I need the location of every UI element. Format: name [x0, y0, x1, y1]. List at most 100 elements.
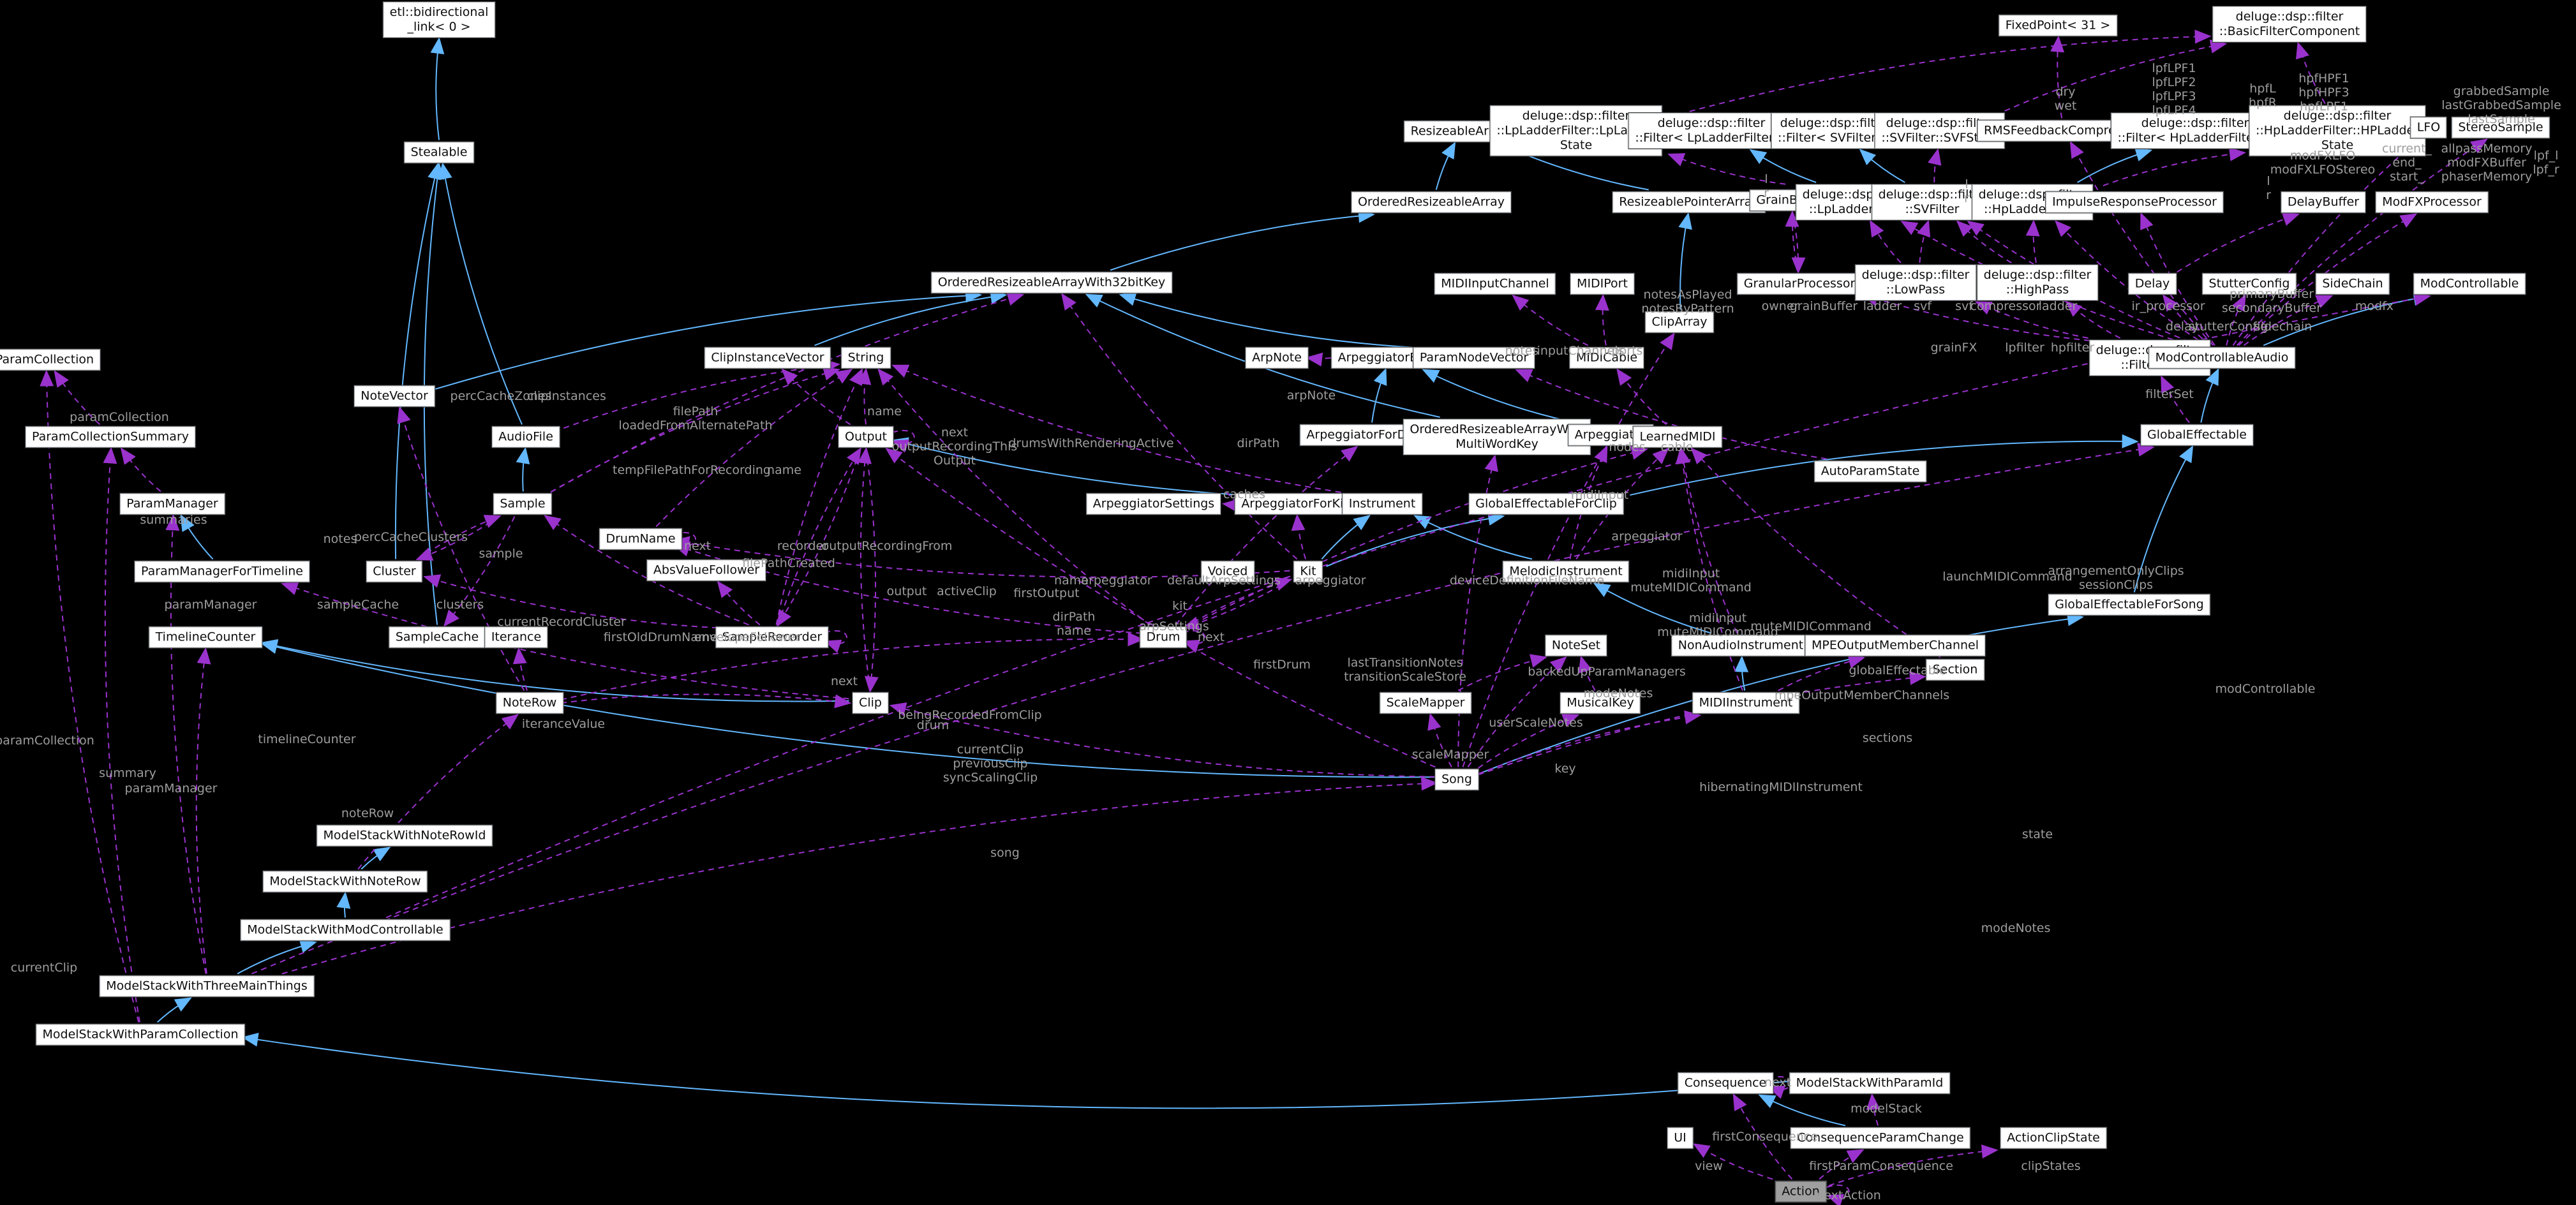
node-msnoterowid[interactable]: ModelStackWithNoteRowId	[316, 825, 493, 846]
node-impulseresponseprocessor[interactable]: ImpulseResponseProcessor	[2046, 191, 2223, 213]
edge-drum-drumname	[673, 543, 1142, 634]
node-modfxprocessor[interactable]: ModFXProcessor	[2376, 191, 2488, 213]
node-kit[interactable]: Kit	[1293, 561, 1323, 582]
node-msnoterow[interactable]: ModelStackWithNoteRow	[263, 871, 428, 892]
node-parammanagerfortimeline[interactable]: ParamManagerForTimeline	[135, 561, 309, 582]
node-stereosample[interactable]: StereoSample	[2452, 117, 2550, 138]
node-paramcollection[interactable]: ParamCollection	[0, 349, 101, 371]
node-lfo[interactable]: LFO	[2410, 117, 2447, 138]
node-notevector[interactable]: NoteVector	[354, 385, 435, 407]
node-globaleffectable[interactable]: GlobalEffectable	[2141, 424, 2253, 446]
node-highpass[interactable]: deluge::dsp::filter::HighPass	[1977, 265, 2098, 300]
node-filter_lpladder[interactable]: deluge::dsp::filter::Filter< LpLadderFil…	[1628, 113, 1794, 149]
node-midiinstrument[interactable]: MIDIInstrument	[1692, 692, 1799, 714]
node-globaleffectableforsong[interactable]: GlobalEffectableForSong	[2048, 594, 2210, 616]
node-resizeablepointerarray[interactable]: ResizeablePointerArray	[1612, 191, 1766, 213]
node-samplerecorder[interactable]: SampleRecorder	[715, 626, 829, 648]
node-delay[interactable]: Delay	[2128, 273, 2177, 295]
node-ora32[interactable]: OrderedResizeableArrayWith32bitKey	[931, 272, 1172, 293]
node-etl_link[interactable]: etl::bidirectional_link< 0 >	[383, 2, 495, 38]
node-ui[interactable]: UI	[1667, 1127, 1693, 1149]
edge-parammanager-paramcollectionsummary	[120, 447, 161, 492]
node-audiofile[interactable]: AudioFile	[492, 426, 560, 448]
node-fixedpoint[interactable]: FixedPoint< 31 >	[1999, 15, 2117, 36]
node-sidechain[interactable]: SideChain	[2316, 273, 2390, 295]
node-basicfiltercomponent[interactable]: deluge::dsp::filter::BasicFilterComponen…	[2212, 6, 2367, 42]
node-cluster[interactable]: Cluster	[366, 561, 422, 582]
node-delaybuffer[interactable]: DelayBuffer	[2281, 191, 2366, 213]
node-samplecache[interactable]: SampleCache	[389, 626, 486, 648]
node-instrument[interactable]: Instrument	[1342, 493, 1422, 515]
edge-label: grainBuffer	[1789, 299, 1858, 313]
node-drumname[interactable]: DrumName	[599, 528, 682, 550]
edge-arpeggiatorbase-arpnote	[1306, 352, 1331, 367]
edge-samplerecorder-samplerecorder	[824, 630, 847, 653]
node-drum[interactable]: Drum	[1140, 626, 1187, 648]
node-lowpass[interactable]: deluge::dsp::filter::LowPass	[1855, 265, 1976, 300]
edge-label: nextAction	[1816, 1188, 1881, 1202]
node-consequenceparamchange[interactable]: ConsequenceParamChange	[1791, 1127, 1970, 1149]
node-paramcollectionsummary[interactable]: ParamCollectionSummary	[25, 426, 196, 448]
node-string[interactable]: String	[841, 347, 891, 369]
edge-label: arpeggiator	[1611, 529, 1683, 543]
node-learnedmidi[interactable]: LearnedMIDI	[1633, 426, 1722, 448]
node-consequence[interactable]: Consequence	[1678, 1072, 1773, 1094]
edge-label: sample	[479, 547, 523, 561]
edge-midicable-midiinputchannel	[1512, 294, 1589, 346]
node-clipinstancevector[interactable]: ClipInstanceVector	[704, 347, 831, 369]
edge-msthreemain-timelinecounter	[195, 647, 211, 974]
edge-label: timelineCounter	[258, 732, 356, 746]
node-section[interactable]: Section	[1926, 659, 1984, 681]
edge-label: noteRow	[341, 806, 394, 820]
node-noterow[interactable]: NoteRow	[496, 692, 563, 714]
node-granularprocessor[interactable]: GranularProcessor	[1737, 273, 1862, 295]
node-midicable[interactable]: MIDICable	[1569, 347, 1644, 369]
edge-label: grainFX	[1930, 341, 1977, 355]
edge-sample-samplecache	[443, 516, 516, 627]
node-msparamcollection[interactable]: ModelStackWithParamCollection	[36, 1024, 245, 1046]
node-msthreemain[interactable]: ModelStackWithThreeMainThings	[100, 975, 314, 997]
node-scalemapper[interactable]: ScaleMapper	[1380, 692, 1471, 714]
node-modcontrollable[interactable]: ModControllable	[2413, 273, 2526, 295]
node-arpeggiatorsettings[interactable]: ArpeggiatorSettings	[1086, 493, 1221, 515]
edge-cluster-sample	[417, 515, 502, 560]
node-song[interactable]: Song	[1435, 769, 1478, 790]
node-midiinputchannel[interactable]: MIDIInputChannel	[1434, 273, 1556, 295]
node-stealable[interactable]: Stealable	[404, 142, 474, 163]
node-voiced[interactable]: Voiced	[1201, 561, 1254, 582]
node-hpladderfilter[interactable]: deluge::dsp::filter::HpLadderFilter	[1972, 184, 2093, 220]
node-clip[interactable]: Clip	[852, 692, 888, 714]
node-stutterconfig[interactable]: StutterConfig	[2202, 273, 2297, 295]
node-noteset[interactable]: NoteSet	[1545, 635, 1607, 656]
node-nonaudioinstrument[interactable]: NonAudioInstrument	[1671, 635, 1810, 656]
node-arpnote[interactable]: ArpNote	[1246, 347, 1308, 369]
node-musicalkey[interactable]: MusicalKey	[1560, 692, 1641, 714]
node-timelinecounter[interactable]: TimelineCounter	[149, 626, 262, 648]
edge-samplerecorder-absvaluefollower	[717, 580, 761, 626]
node-modcontrollableaudio[interactable]: ModControllableAudio	[2148, 347, 2295, 369]
node-mpeoutputmemberchannel[interactable]: MPEOutputMemberChannel	[1805, 635, 1986, 656]
node-arpeggiatorforkit[interactable]: ArpeggiatorForKit	[1235, 493, 1355, 515]
node-globaleffectableforclip[interactable]: GlobalEffectableForClip	[1469, 493, 1623, 515]
node-melodicinstrument[interactable]: MelodicInstrument	[1503, 561, 1629, 582]
node-sample[interactable]: Sample	[493, 493, 552, 515]
node-output[interactable]: Output	[838, 426, 893, 448]
node-msparamid[interactable]: ModelStackWithParamId	[1789, 1072, 1950, 1094]
node-actionclipstate[interactable]: ActionClipState	[2000, 1127, 2106, 1149]
node-midiport[interactable]: MIDIPort	[1570, 273, 1634, 295]
node-msmodcontrollable[interactable]: ModelStackWithModControllable	[241, 919, 450, 941]
node-hpladderstate[interactable]: deluge::dsp::filter::HpLadderFilter::HPL…	[2249, 105, 2426, 156]
node-parammanager[interactable]: ParamManager	[120, 493, 225, 515]
node-absvaluefollower[interactable]: AbsValueFollower	[646, 559, 766, 581]
node-paramnodevector[interactable]: ParamNodeVector	[1413, 347, 1535, 369]
node-cliparray[interactable]: ClipArray	[1645, 311, 1714, 333]
node-iterance[interactable]: Iterance	[484, 626, 548, 648]
edge-label: song	[990, 846, 1020, 860]
node-orderedresizeablearray[interactable]: OrderedResizeableArray	[1351, 191, 1512, 213]
node-action[interactable]: Action	[1775, 1181, 1826, 1202]
node-autoparamstate[interactable]: AutoParamState	[1814, 461, 1926, 482]
